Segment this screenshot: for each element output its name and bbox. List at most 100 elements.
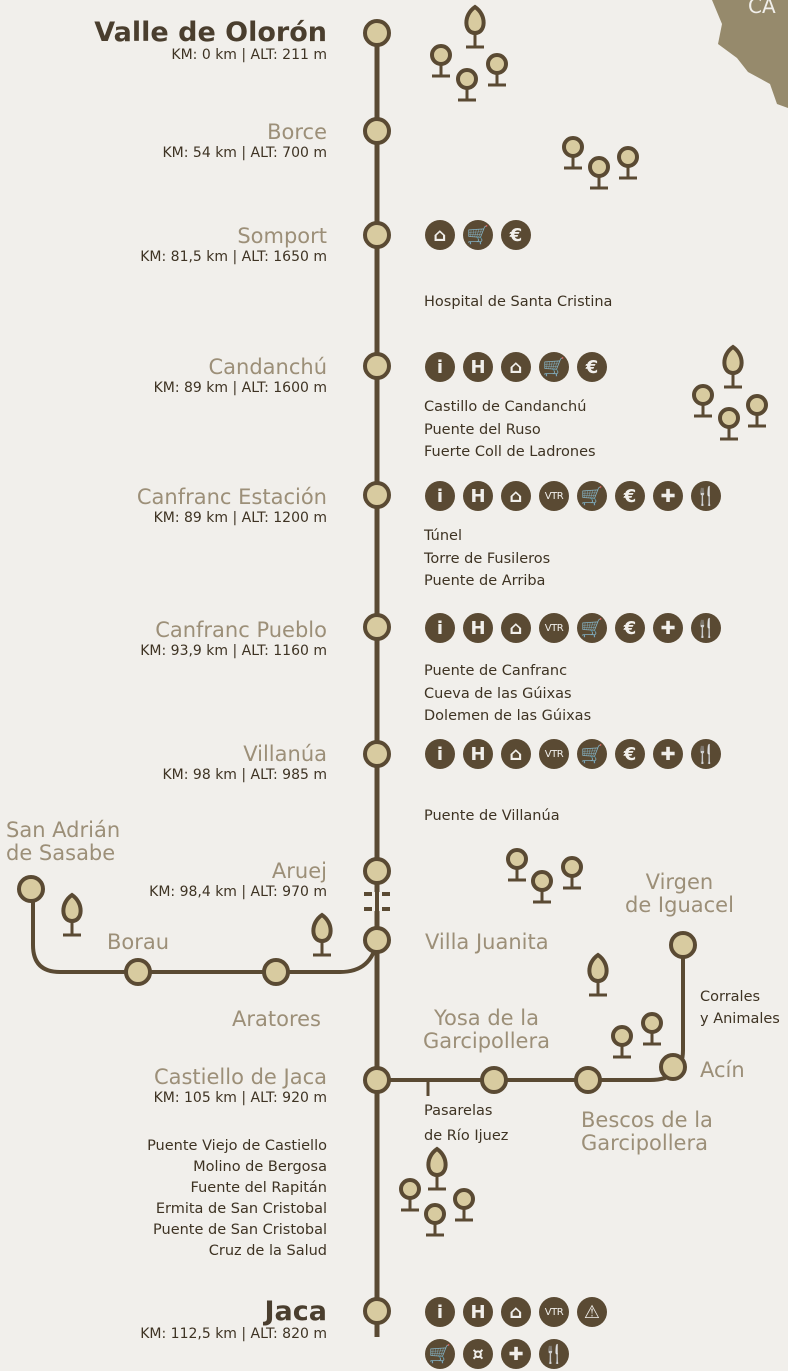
restaurant-icon: 🍴 xyxy=(691,739,721,769)
poi-item: Fuente del Rapitán xyxy=(190,1180,327,1196)
label-virgen-de-iguacel: Virgen de Iguacel xyxy=(625,871,734,917)
euro-icon: € xyxy=(615,739,645,769)
info-icon: i xyxy=(425,613,455,643)
info-icon: i xyxy=(425,352,455,382)
label-line: Garcipollera xyxy=(423,1029,550,1053)
house-icon: ⌂ xyxy=(501,352,531,382)
poplar-tree-icon xyxy=(426,1146,448,1191)
hospital-icon: H xyxy=(463,352,493,382)
camping-icon: ⚠ xyxy=(577,1297,607,1327)
restaurant-icon: 🍴 xyxy=(691,481,721,511)
round-tree-icon xyxy=(746,394,768,428)
stop-meta-aruej: KM: 98,4 km | ALT: 970 m xyxy=(149,884,327,900)
euro-icon: € xyxy=(615,481,645,511)
poi-item: Castillo de Candanchú xyxy=(424,399,587,415)
poi-villanua: Puente de Villanúa xyxy=(424,808,560,824)
hospital-icon: H xyxy=(463,739,493,769)
poplar-tree-icon xyxy=(587,952,609,997)
label-corrales: Corrales y Animales xyxy=(700,986,780,1030)
stop-name-somport: Somport xyxy=(237,224,327,248)
stop-meta-canfranc-estacion: KM: 89 km | ALT: 1200 m xyxy=(153,510,327,526)
label-line: Garcipollera xyxy=(581,1131,708,1155)
label-san-adrian: San Adrián de Sasabe xyxy=(6,819,120,865)
poi-list-castiello: Puente Viejo de Castiello Molino de Berg… xyxy=(147,1136,327,1262)
round-tree-icon xyxy=(531,870,553,904)
poi-item: Túnel xyxy=(424,528,462,544)
poi-item: Puente de Arriba xyxy=(424,573,546,589)
restaurant-icon: 🍴 xyxy=(539,1339,569,1369)
node-borce xyxy=(363,117,391,145)
node-somport xyxy=(363,221,391,249)
node-villanua xyxy=(363,740,391,768)
label-bescos: Bescos de la Garcipollera xyxy=(581,1109,713,1155)
poi-somport: Hospital de Santa Cristina xyxy=(424,294,613,310)
node-canfranc-estacion xyxy=(363,481,391,509)
currency-icon: ¤ xyxy=(463,1339,493,1369)
first-aid-icon: ✚ xyxy=(501,1339,531,1369)
shopping-cart-icon: 🛒 xyxy=(577,613,607,643)
poi-item: Fuerte Coll de Ladrones xyxy=(424,444,596,460)
stop-meta-candanchu: KM: 89 km | ALT: 1600 m xyxy=(153,380,327,396)
stop-name-candanchu: Candanchú xyxy=(208,355,327,379)
poi-item: Cruz de la Salud xyxy=(208,1243,327,1259)
node-valle-de-oloron xyxy=(363,19,391,47)
stop-name-jaca: Jaca xyxy=(264,1296,328,1327)
poplar-tree-icon xyxy=(464,4,486,49)
first-aid-icon: ✚ xyxy=(653,481,683,511)
round-tree-icon xyxy=(430,44,452,78)
shopping-cart-icon: 🛒 xyxy=(539,352,569,382)
label-aratores: Aratores xyxy=(232,1007,321,1031)
euro-icon: € xyxy=(501,220,531,250)
stop-meta-borce: KM: 54 km | ALT: 700 m xyxy=(162,145,328,161)
hospital-icon: H xyxy=(463,613,493,643)
poi-item: Puente de Canfranc xyxy=(424,663,568,679)
node-borau-2 xyxy=(262,958,290,986)
label-pasarelas: Pasarelas de Río Ijuez xyxy=(424,1099,508,1149)
hospital-icon: H xyxy=(463,1297,493,1327)
shopping-cart-icon: 🛒 xyxy=(577,739,607,769)
stop-meta-jaca: KM: 112,5 km | ALT: 820 m xyxy=(140,1326,327,1342)
stop-name-castiello: Castiello de Jaca xyxy=(153,1065,327,1089)
label-line: y Animales xyxy=(700,1011,780,1027)
shopping-cart-icon: 🛒 xyxy=(425,1339,455,1369)
house-icon: ⌂ xyxy=(501,1297,531,1327)
icon-row-jaca-2: 🛒 ¤ ✚ 🍴 xyxy=(425,1339,569,1369)
stop-name-aruej: Aruej xyxy=(271,859,327,883)
label-line: San Adrián xyxy=(6,818,121,842)
stop-meta-valle-de-oloron: KM: 0 km | ALT: 211 m xyxy=(171,47,327,63)
label-line: de Iguacel xyxy=(625,893,734,917)
round-tree-icon xyxy=(588,156,610,190)
node-borau-1 xyxy=(124,958,152,986)
round-tree-icon xyxy=(486,53,508,87)
icon-row-somport: ⌂🛒€ xyxy=(425,220,531,250)
node-aruej xyxy=(363,857,391,885)
poi-list-canfranc-pueblo: Puente de Canfranc Cueva de las Gúixas D… xyxy=(424,660,591,728)
round-tree-icon xyxy=(692,384,714,418)
restaurant-icon: 🍴 xyxy=(691,613,721,643)
hospital-icon: H xyxy=(463,481,493,511)
node-castiello xyxy=(363,1066,391,1094)
poplar-tree-icon xyxy=(722,344,744,389)
corner-map-shape xyxy=(712,0,788,108)
poi-item: Ermita de San Cristobal xyxy=(155,1201,327,1217)
poi-item: Dolemen de las Gúixas xyxy=(424,708,592,724)
first-aid-icon: ✚ xyxy=(653,613,683,643)
house-icon: ⌂ xyxy=(425,220,455,250)
node-virgen xyxy=(669,931,697,959)
label-yosa: Yosa de la Garcipollera xyxy=(423,1007,550,1053)
vtr-icon: VTR xyxy=(539,613,569,643)
round-tree-icon xyxy=(506,848,528,882)
node-yosa xyxy=(480,1066,508,1094)
info-icon: i xyxy=(425,739,455,769)
poi-item: Cueva de las Gúixas xyxy=(424,685,572,702)
stop-meta-canfranc-pueblo: KM: 93,9 km | ALT: 1160 m xyxy=(140,643,327,659)
info-icon: i xyxy=(425,481,455,511)
node-canfranc-pueblo xyxy=(363,613,391,641)
poi-list-candanchu: Castillo de Candanchú Puente del Ruso Fu… xyxy=(424,396,596,464)
stop-meta-somport: KM: 81,5 km | ALT: 1650 m xyxy=(140,249,327,265)
stop-name-canfranc-estacion: Canfranc Estación xyxy=(136,485,327,509)
